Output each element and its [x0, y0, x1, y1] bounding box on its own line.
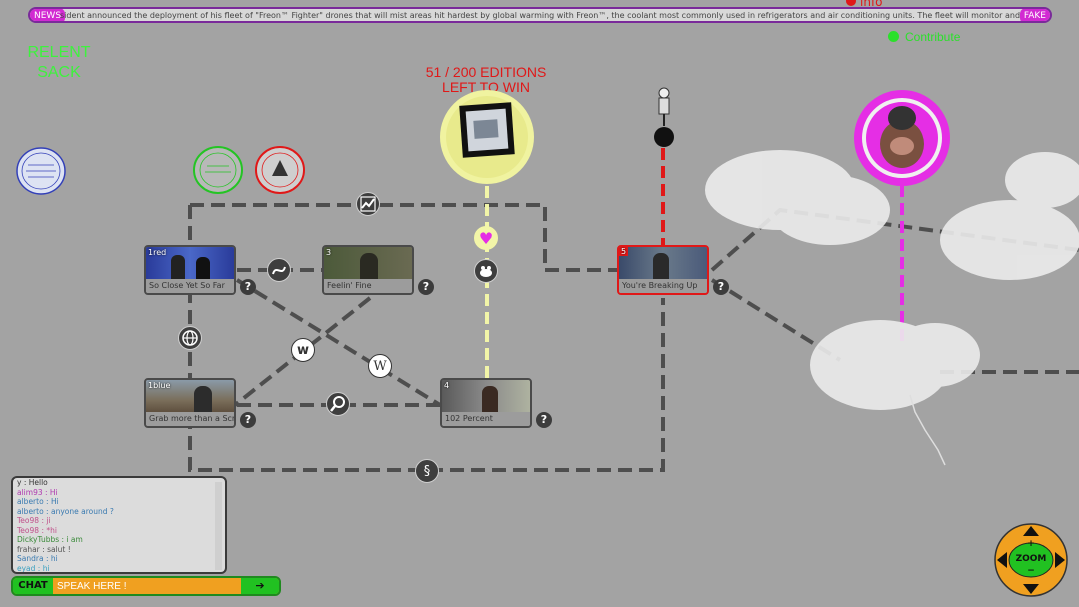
node-caption: 102 Percent	[442, 412, 530, 426]
editions-line2: LEFT TO WIN	[442, 79, 530, 95]
news-tag: NEWS	[30, 9, 66, 21]
section-icon[interactable]: §	[415, 459, 439, 483]
red-seal-icon[interactable]	[255, 146, 307, 196]
route-icon[interactable]	[267, 258, 291, 282]
help-button[interactable]: ?	[713, 279, 729, 295]
chat-message: Sandra : hi	[17, 554, 58, 563]
news-ticker[interactable]: NEWS sident announced the deployment of …	[28, 7, 1052, 23]
chat-text: Hi	[49, 487, 58, 497]
contribute-dot-icon	[888, 31, 899, 42]
editions-line1: 51 / 200 EDITIONS	[425, 64, 547, 80]
chat-scrollbar[interactable]	[215, 482, 222, 570]
chat-message: alim93 : Hi	[17, 487, 58, 497]
node-number: 3	[326, 248, 332, 257]
info-dot-icon	[846, 0, 856, 6]
chat-username[interactable]: Teo98	[17, 516, 40, 525]
edition-node-1blue[interactable]: 1blue Grab more than a Screen	[144, 378, 236, 428]
chat-message: y : Hello	[17, 478, 48, 487]
node-caption: So Close Yet So Far	[146, 279, 234, 293]
thumbnail	[146, 380, 234, 414]
team-name: RELENT SACK	[20, 43, 98, 83]
contribute-label: Contribute	[905, 30, 961, 44]
robot-figure-icon[interactable]	[648, 86, 680, 150]
zoom-pad-icon	[994, 523, 1068, 597]
send-arrow-icon[interactable]: ➔	[241, 578, 279, 594]
edition-node-5[interactable]: 5 You're Breaking Up	[617, 245, 709, 295]
chat-message: Teo98 : *hi	[17, 525, 57, 535]
zoom-in-button[interactable]: +	[1027, 539, 1035, 549]
node-caption: You're Breaking Up	[619, 279, 707, 293]
wikipedia-icon[interactable]: W	[368, 354, 392, 378]
help-button[interactable]: ?	[418, 279, 434, 295]
edition-node-3[interactable]: 3 Feelin' Fine	[322, 245, 414, 295]
chat-message: frahar : salut !	[17, 544, 71, 554]
node-number: 5	[619, 247, 629, 256]
chat-text: Hi	[50, 497, 59, 506]
thumbnail	[324, 247, 412, 281]
help-button[interactable]: ?	[240, 279, 256, 295]
frog-icon[interactable]	[474, 259, 498, 283]
globe-icon[interactable]	[178, 326, 202, 350]
green-seal-icon[interactable]	[193, 146, 245, 196]
chat-username[interactable]: alim93	[17, 487, 43, 497]
node-number: 1red	[148, 248, 167, 257]
chat-username[interactable]: y	[17, 478, 22, 487]
help-button[interactable]: ?	[240, 412, 256, 428]
chat-input[interactable]	[55, 578, 245, 594]
team-line1: RELENT	[27, 44, 91, 61]
artwork-badge[interactable]	[436, 90, 538, 186]
chart-icon[interactable]	[356, 192, 380, 216]
blue-seal-icon[interactable]	[16, 147, 68, 197]
chat-text: hi	[42, 563, 50, 573]
pig-artwork-badge[interactable]	[852, 88, 952, 188]
chat-username[interactable]: frahar	[17, 544, 40, 554]
chat-message: Teo98 : ji	[17, 516, 51, 525]
chat-text: Hello	[28, 478, 48, 487]
chat-text: i am	[66, 535, 83, 544]
chat-text: anyone around ?	[50, 506, 114, 516]
chat-username[interactable]: Teo98	[17, 525, 40, 535]
zoom-control[interactable]: + ZOOM −	[992, 522, 1070, 598]
chat-username[interactable]: eyad	[17, 563, 36, 573]
chat-label: CHAT	[13, 578, 53, 594]
edition-node-4[interactable]: 4 102 Percent	[440, 378, 532, 428]
node-caption: Grab more than a Screen	[146, 412, 234, 426]
zoom-out-button[interactable]: −	[1027, 566, 1035, 576]
chat-username[interactable]: DickyTubbs	[17, 535, 60, 544]
contribute-link[interactable]: Contribute	[888, 30, 960, 44]
chat-text: ji	[46, 516, 51, 525]
thumbnail	[442, 380, 530, 414]
heart-icon[interactable]: ♥	[474, 226, 498, 250]
zoom-label: ZOOM	[1015, 554, 1047, 564]
webflow-icon[interactable]: w	[291, 338, 315, 362]
chat-text: hi	[50, 554, 58, 563]
node-caption: Feelin' Fine	[324, 279, 412, 293]
node-number: 4	[444, 381, 450, 390]
team-line2: SACK	[37, 64, 81, 81]
chat-input-bar: CHAT ➔	[11, 576, 281, 596]
help-button[interactable]: ?	[536, 412, 552, 428]
chat-username[interactable]: alberto	[17, 506, 44, 516]
edition-node-1red[interactable]: 1red So Close Yet So Far	[144, 245, 236, 295]
fake-tag[interactable]: FAKE	[1019, 9, 1050, 21]
editions-counter: 51 / 200 EDITIONS LEFT TO WIN	[405, 65, 567, 95]
ticker-text: sident announced the deployment of his f…	[60, 11, 1020, 20]
chat-message: alberto : Hi	[17, 497, 59, 506]
chat-username[interactable]: Sandra	[17, 554, 44, 563]
thumbnail	[619, 247, 707, 281]
thumbnail	[146, 247, 234, 281]
chat-message: eyad : hi	[17, 563, 50, 573]
info-link[interactable]: info	[846, 0, 883, 9]
info-label: info	[860, 0, 883, 9]
chat-text: salut !	[47, 544, 71, 554]
node-number: 1blue	[148, 381, 171, 390]
chat-message: alberto : anyone around ?	[17, 506, 114, 516]
chat-username[interactable]: alberto	[17, 497, 44, 506]
chat-message: DickyTubbs : i am	[17, 535, 83, 544]
chat-text: *hi	[46, 525, 57, 535]
search-icon[interactable]	[326, 392, 350, 416]
